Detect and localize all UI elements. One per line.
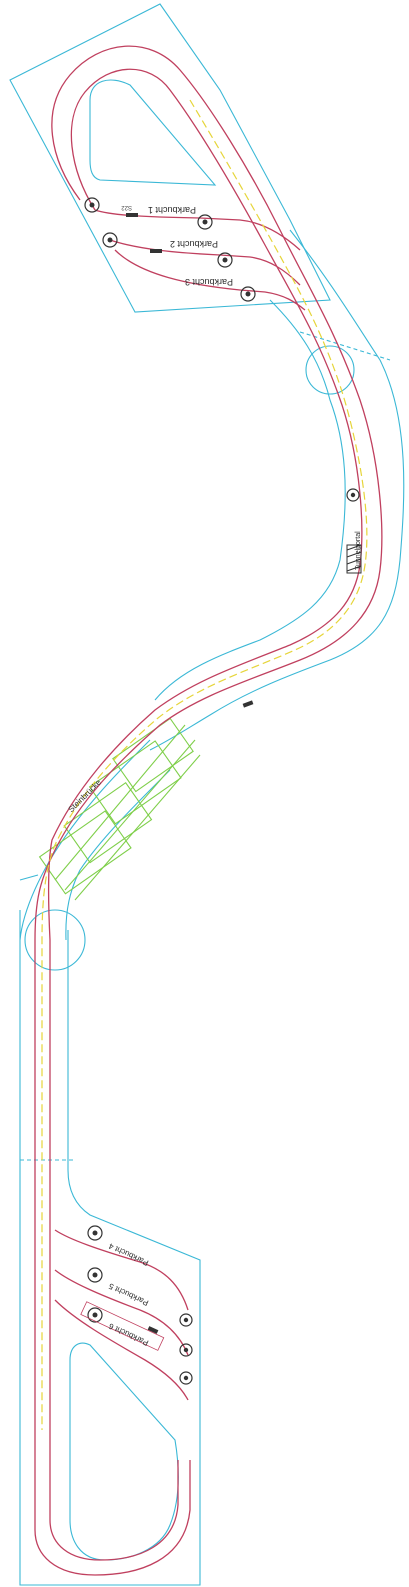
siding-bottom-1 [54, 1229, 189, 1311]
siding-top-3 [114, 249, 306, 311]
dimension-tick-1 [299, 331, 391, 361]
bridge-frame-3 [63, 781, 153, 864]
dimension-tick-3 [19, 874, 39, 881]
bridge-rail-a [54, 724, 186, 881]
parkbucht-6-highlight [80, 1301, 165, 1351]
track-inner [48, 68, 363, 1561]
track-main [34, 45, 383, 1576]
signal-light-icon[interactable] [179, 1343, 193, 1357]
turnout-icon[interactable] [126, 213, 138, 217]
siding-bottom-3 [54, 1299, 189, 1401]
top-station: Parkbucht 1 S22 Parkbucht 2 Parkbucht 3 [84, 197, 256, 302]
tunnel-portal-icon [346, 544, 362, 574]
lower-board-outline [19, 910, 201, 1586]
signal-light-icon[interactable] [179, 1313, 193, 1327]
signal-light-icon[interactable] [346, 488, 360, 502]
signal-light-icon[interactable] [87, 1225, 103, 1241]
tunnel-label: Tunnelportal [355, 531, 362, 570]
baseboard-outline [9, 3, 405, 1586]
parkbucht-3-label: Parkbucht 3 [185, 277, 233, 287]
signal-light-icon[interactable] [197, 214, 213, 230]
turnout-icon[interactable] [147, 1326, 159, 1334]
signal-light-icon[interactable] [87, 1267, 103, 1283]
parkbucht-1-marker: S22 [121, 204, 132, 210]
signal-light-icon[interactable] [240, 286, 256, 302]
bridge-rail-c [74, 754, 201, 901]
top-inner-cutout [89, 79, 217, 186]
signal-light-icon[interactable] [87, 1307, 103, 1323]
mid-board-inner-edge [154, 299, 346, 701]
loop-marker-upper [305, 345, 355, 395]
signal-light-icon[interactable] [102, 232, 118, 248]
parkbucht-6-label: Parkbucht 6 [107, 1321, 150, 1347]
bottom-inner-cutout [69, 1342, 179, 1561]
bridge-outline-outer [19, 739, 151, 941]
bridge-frame-1 [112, 717, 194, 793]
mid-board-outer-edge [149, 229, 405, 751]
track-centerline [41, 99, 368, 1430]
signal-light-icon[interactable] [217, 252, 233, 268]
siding-bottom-2 [54, 1269, 189, 1356]
bridge-outline-inner [65, 769, 171, 941]
bridge-rail-b [64, 739, 196, 891]
parkbucht-1-label: Parkbucht 1 [148, 205, 196, 215]
signal-light-icon[interactable] [84, 197, 100, 213]
parkbucht-5-label: Parkbucht 5 [107, 1281, 150, 1307]
bridge-frame-2 [88, 740, 182, 825]
parkbucht-2-label: Parkbucht 2 [170, 239, 218, 249]
track-outer [34, 45, 383, 1576]
signal-light-icon[interactable] [179, 1371, 193, 1385]
turnout-icon[interactable] [242, 700, 254, 708]
stone-bridge [38, 717, 201, 901]
turnout-icon[interactable] [150, 249, 162, 253]
loop-marker-lower [24, 909, 86, 971]
top-board-outline [9, 3, 331, 313]
centerline-main [41, 99, 368, 1430]
